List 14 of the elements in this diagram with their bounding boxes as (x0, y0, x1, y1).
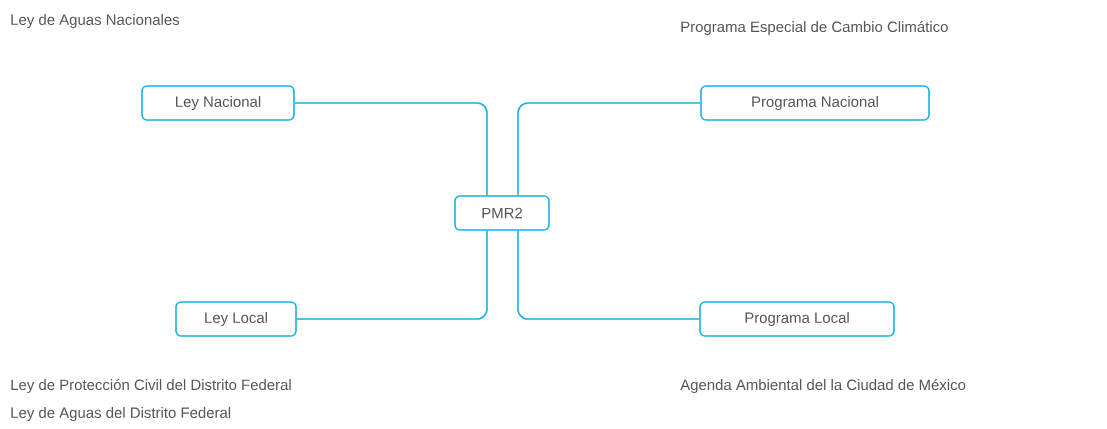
label-text: Ley de Aguas del Distrito Federal (11, 407, 231, 421)
topic-box: Programa Nacional (700, 85, 930, 121)
connector-line (517, 230, 700, 320)
connector-line (294, 102, 488, 196)
topic-box: Programa Local (699, 301, 895, 337)
label-text: Ley de Aguas Nacionales (11, 14, 180, 28)
topic-box: Ley Local (175, 301, 297, 337)
label-text: Agenda Ambiental del la Ciudad de México (680, 378, 966, 394)
label-text: Programa Especial de Cambio Climático (681, 20, 948, 36)
topic-box: Ley Nacional (141, 85, 295, 121)
connector-line (517, 102, 701, 196)
topic-box: PMR2 (454, 195, 550, 231)
label-text: Ley de Protección Civil del Distrito Federal (11, 378, 291, 394)
connector-line (296, 230, 488, 320)
